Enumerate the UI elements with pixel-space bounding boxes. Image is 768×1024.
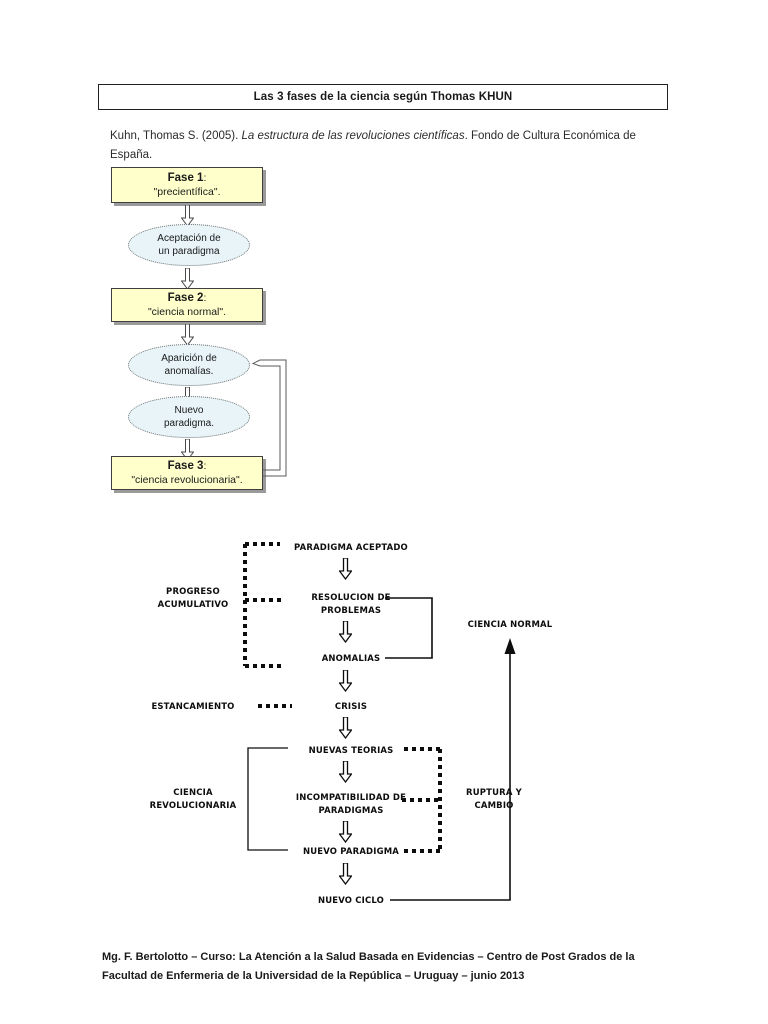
diagram2-label-ciencia-revolucionaria: CIENCIA REVOLUCIONARIA [149, 787, 237, 811]
fase3-line2: "ciencia revolucionaria". [131, 474, 243, 486]
diagram1-node-fase2: Fase 2: "ciencia normal". [111, 288, 263, 322]
nuevoparadigma-line1: Nuevo [174, 405, 204, 416]
diagram2-dotted-bracket-progreso [243, 542, 283, 668]
footer-line-1: Mg. F. Bertolotto – Curso: La Atención a… [102, 951, 635, 963]
aceptacion-line1: Aceptación de [157, 233, 221, 244]
citation-prefix: Kuhn, Thomas S. (2005). [110, 130, 242, 142]
diagram2-label-progreso-acumulativo: PROGRESO ACUMULATIVO [157, 586, 229, 610]
citation-italic-title: La estructura de las revoluciones cientí… [241, 130, 465, 142]
diagram2-dotted-bracket-ruptura [402, 747, 442, 853]
anomalias-line1: Aparición de [161, 353, 217, 364]
fase3-line1: Fase 3: [167, 460, 207, 472]
page-title-bar: Las 3 fases de la ciencia según Thomas K… [98, 84, 668, 110]
diagram2-node-nuevo-ciclo: NUEVO CICLO [317, 895, 385, 906]
diagram2-node-resolucion-de-problemas: RESOLUCION DE PROBLEMAS [311, 592, 391, 616]
diagram1-node-aceptacion: Aceptación de un paradigma [128, 224, 250, 266]
diagram2-arrow-7 [339, 863, 352, 885]
diagram1-node-nuevo-paradigma: Nuevo paradigma. [128, 396, 250, 438]
nuevoparadigma-line2: paradigma. [163, 418, 215, 429]
diagram2-node-incompatibilidad-de-paradigmas: INCOMPATIBILIDAD DE PARADIGMAS [295, 792, 407, 816]
fase1-line1: Fase 1: [167, 172, 207, 184]
diagram2-node-paradigma-aceptado: PARADIGMA ACEPTADO [294, 542, 408, 553]
diagram2-node-nuevas-teorias: NUEVAS TEORIAS [308, 745, 394, 756]
diagram2-label-estancamiento: ESTANCAMIENTO [151, 701, 235, 712]
aceptacion-line2: un paradigma [158, 246, 220, 257]
page-title: Las 3 fases de la ciencia según Thomas K… [253, 91, 513, 103]
diagram2-node-anomalias: ANOMALIAS [321, 653, 381, 664]
diagram1-arrow-aceptacion-to-fase2 [181, 268, 194, 290]
diagram2-arrow-6 [339, 821, 352, 843]
diagram2-arrow-2 [339, 621, 352, 643]
diagram2-arrow-3 [339, 670, 352, 692]
diagram2-arrow-1 [339, 558, 352, 580]
fase2-line1: Fase 2: [167, 292, 207, 304]
diagram2-node-nuevo-paradigma: NUEVO PARADIGMA [302, 846, 400, 857]
footer-line-2: Facultad de Enfermeria de la Universidad… [102, 970, 525, 982]
diagram2-dotted-stub-estancamiento [258, 704, 292, 708]
diagram1-node-fase3: Fase 3: "ciencia revolucionaria". [111, 456, 263, 490]
diagram1-node-aparicion-anomalias: Aparición de anomalías. [128, 344, 250, 386]
diagram2-arrow-nuevociclo-to-ciencianormal [390, 638, 516, 901]
diagram2-label-ruptura-y-cambio: RUPTURA Y CAMBIO [466, 787, 522, 811]
fase2-line2: "ciencia normal". [147, 306, 227, 318]
diagram1-feedback-connector [251, 359, 287, 477]
diagram2-arrow-5 [339, 761, 352, 783]
diagram2-arrow-4 [339, 717, 352, 739]
footer-credit: Mg. F. Bertolotto – Curso: La Atención a… [102, 948, 682, 986]
diagram2-label-ciencia-normal: CIENCIA NORMAL [467, 619, 553, 630]
diagram1-node-fase1: Fase 1: "precientífica". [111, 167, 263, 203]
fase1-line2: "precientífica". [153, 186, 221, 198]
diagram2-solid-bracket-resolucion-anomalias [385, 597, 433, 659]
diagram1-arrow-fase2-to-anomalias [181, 324, 194, 346]
diagram2-node-crisis: CRISIS [334, 701, 368, 712]
diagram1-arrow-fase1-to-aceptacion [181, 205, 194, 227]
citation-paragraph: Kuhn, Thomas S. (2005). La estructura de… [110, 127, 640, 165]
anomalias-line2: anomalías. [164, 366, 214, 377]
citation-suffix: . Fondo de Cultura Económica de España. [110, 130, 636, 161]
diagram2-solid-bracket-ciencia-revolucionaria [247, 747, 288, 851]
